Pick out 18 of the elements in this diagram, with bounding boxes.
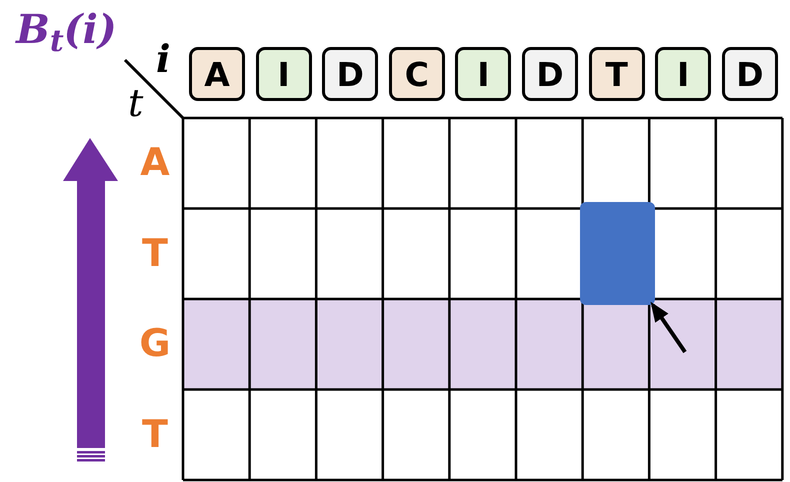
axis-label: i [156, 40, 170, 78]
letter-box: D [322, 47, 378, 101]
row-label: G [138, 324, 172, 362]
row-label: A [139, 143, 171, 182]
letter-box: I [256, 47, 312, 101]
row-label: T [141, 234, 169, 272]
row-label: T [141, 414, 169, 453]
letter-box: C [388, 47, 445, 101]
highlighted-cell [580, 202, 655, 305]
letter-box: A [189, 47, 245, 101]
axis-label: t [128, 84, 144, 122]
arrow [650, 302, 687, 354]
letter-box: D [722, 47, 778, 101]
letter-box: I [655, 47, 712, 101]
letter-box: D [522, 47, 578, 101]
function-label: B$_{t}$(i) [16, 10, 117, 50]
letter-box: I [455, 47, 512, 101]
letter-box: T [588, 47, 645, 101]
